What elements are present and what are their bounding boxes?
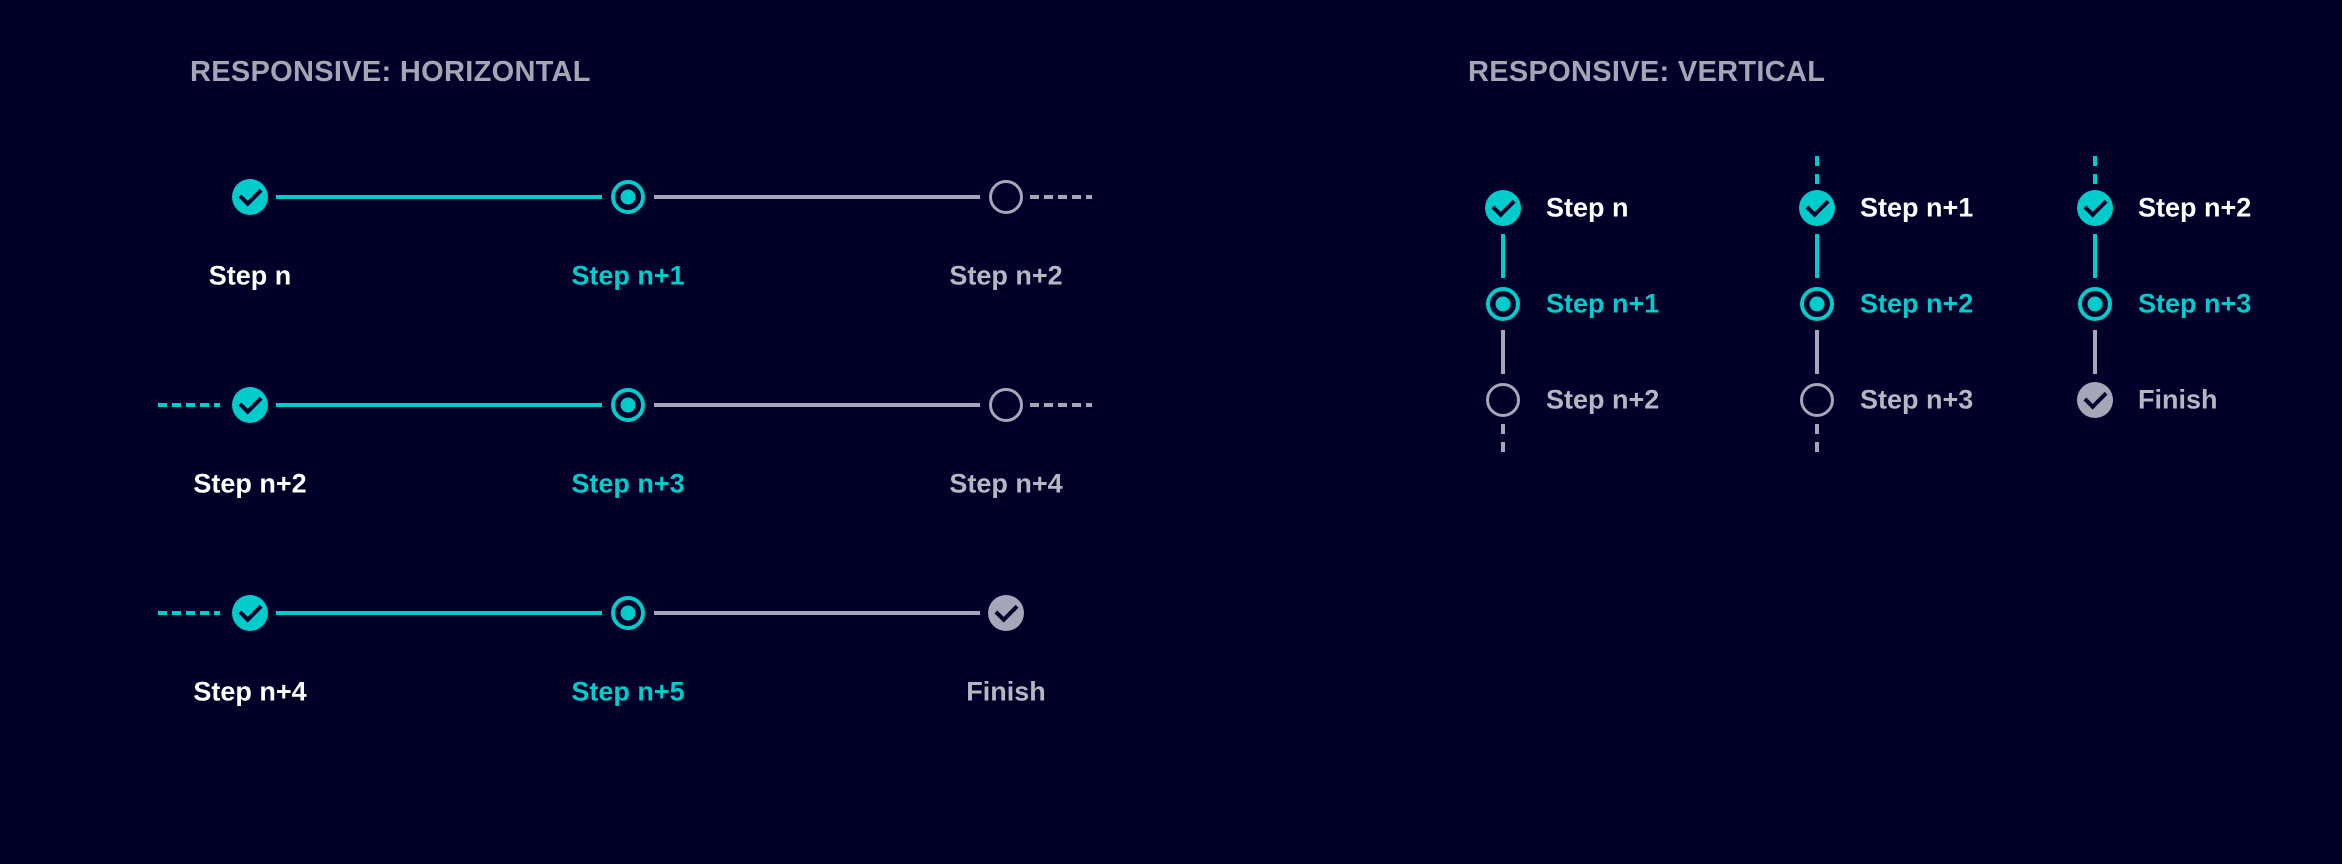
current-dot-circle-icon xyxy=(611,180,645,214)
check-circle-icon xyxy=(232,387,268,423)
stepper-step[interactable]: Step n+1 xyxy=(571,179,685,289)
connector-line xyxy=(276,611,602,615)
stepper-step[interactable]: Finish xyxy=(966,595,1046,705)
connector-line xyxy=(654,403,980,407)
connector-dashed-line xyxy=(158,403,220,407)
connector-dashed-line xyxy=(1501,424,1505,452)
connector-line xyxy=(276,195,602,199)
check-circle-icon xyxy=(2077,190,2113,226)
current-dot-circle-icon xyxy=(2078,287,2112,321)
connector-line xyxy=(1501,234,1505,278)
stepper-step[interactable]: Step n+3 xyxy=(2077,286,2251,322)
stepper-step[interactable]: Step n+1 xyxy=(1799,190,1973,226)
connector-line xyxy=(1815,234,1819,278)
connector-dashed-line xyxy=(1815,156,1819,184)
open-circle-icon xyxy=(989,388,1023,422)
step-label: Step n+2 xyxy=(1546,384,1660,415)
stepper-step[interactable]: Step n+2 xyxy=(2077,190,2251,226)
connector-line xyxy=(1815,330,1819,374)
step-label: Finish xyxy=(966,676,1046,707)
current-dot-circle-icon xyxy=(1486,287,1520,321)
connector-line xyxy=(2093,330,2097,374)
step-label: Step n+3 xyxy=(1860,384,1974,415)
stepper-step[interactable]: Step n+4 xyxy=(949,387,1063,497)
stepper-step[interactable]: Step n xyxy=(1485,190,1629,226)
stepper-step[interactable]: Step n+5 xyxy=(571,595,685,705)
current-dot-circle-icon xyxy=(1800,287,1834,321)
open-circle-icon xyxy=(1486,383,1520,417)
finish-check-circle-icon xyxy=(988,595,1024,631)
connector-line xyxy=(1501,330,1505,374)
check-circle-icon xyxy=(1485,190,1521,226)
connector-line xyxy=(276,403,602,407)
connector-line xyxy=(654,195,980,199)
connector-dashed-line xyxy=(1815,424,1819,452)
stepper-step[interactable]: Finish xyxy=(2077,382,2218,418)
step-label: Step n+2 xyxy=(1860,288,1974,319)
step-label: Step n+1 xyxy=(1546,288,1660,319)
connector-dashed-line xyxy=(158,611,220,615)
connector-dashed-line xyxy=(1030,195,1092,199)
stepper-step[interactable]: Step n+2 xyxy=(1485,382,1659,418)
check-circle-icon xyxy=(232,595,268,631)
step-label: Step n+3 xyxy=(2138,288,2252,319)
stepper-step[interactable]: Step n+3 xyxy=(1799,382,1973,418)
step-label: Step n+4 xyxy=(193,676,307,707)
step-label: Step n+3 xyxy=(571,468,685,499)
stepper-step[interactable]: Step n+4 xyxy=(193,595,307,705)
step-label: Step n+2 xyxy=(2138,192,2252,223)
stepper-step[interactable]: Step n+1 xyxy=(1485,286,1659,322)
step-label: Step n+1 xyxy=(1860,192,1974,223)
check-circle-icon xyxy=(1799,190,1835,226)
step-label: Step n+4 xyxy=(949,468,1063,499)
connector-dashed-line xyxy=(1030,403,1092,407)
horizontal-section-title: RESPONSIVE: HORIZONTAL xyxy=(190,56,591,88)
connector-line xyxy=(2093,234,2097,278)
stepper-step[interactable]: Step n xyxy=(209,179,291,289)
stepper-step[interactable]: Step n+2 xyxy=(949,179,1063,289)
check-circle-icon xyxy=(232,179,268,215)
current-dot-circle-icon xyxy=(611,388,645,422)
step-label: Step n xyxy=(1546,192,1629,223)
open-circle-icon xyxy=(989,180,1023,214)
stepper-step[interactable]: Step n+2 xyxy=(1799,286,1973,322)
finish-check-circle-icon xyxy=(2077,382,2113,418)
stepper-step[interactable]: Step n+3 xyxy=(571,387,685,497)
connector-dashed-line xyxy=(2093,156,2097,184)
connector-line xyxy=(654,611,980,615)
step-label: Step n+1 xyxy=(571,260,685,291)
step-label: Step n+2 xyxy=(193,468,307,499)
step-label: Step n xyxy=(208,260,292,291)
vertical-section-title: RESPONSIVE: VERTICAL xyxy=(1468,56,1826,88)
open-circle-icon xyxy=(1800,383,1834,417)
step-label: Finish xyxy=(2138,384,2218,415)
step-label: Step n+2 xyxy=(949,260,1063,291)
current-dot-circle-icon xyxy=(611,596,645,630)
step-label: Step n+5 xyxy=(571,676,685,707)
stepper-step[interactable]: Step n+2 xyxy=(193,387,307,497)
